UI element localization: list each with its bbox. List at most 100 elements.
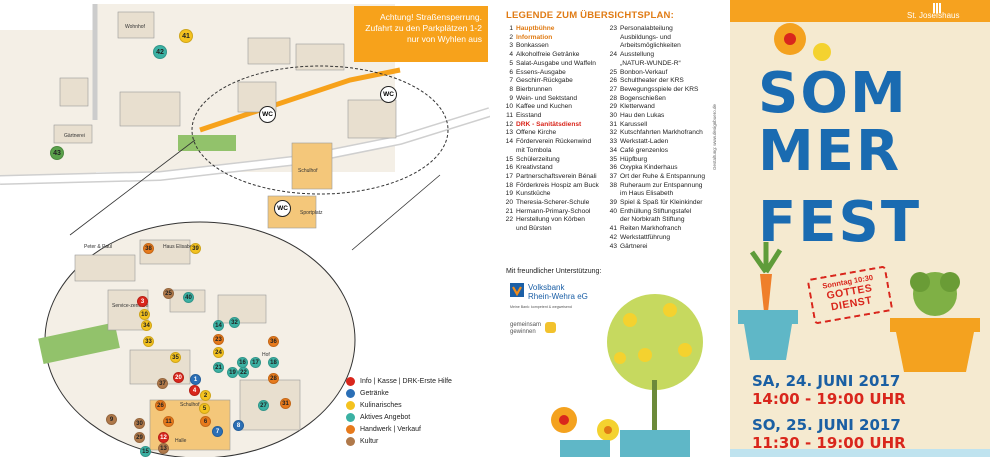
map-marker[interactable]: 32 [229,317,240,328]
map-label-wohnhof: Wohnhof [125,24,145,30]
legend-item-label: Hermann-Primary-School [516,207,591,215]
legend-item-label: mit Tombola [516,146,552,154]
legend-item-number: 3 [509,42,513,50]
legend-item-label: Bogenschießen [620,94,666,102]
time-day-1: 14:00 - 19:00 UHR [752,390,906,408]
map-marker[interactable]: 25 [163,288,174,299]
time-day-2: 11:30 - 19:00 UHR [752,434,906,452]
map-label-haus-elisabeth: Haus Elisabeth [163,244,197,250]
map-marker[interactable]: 6 [200,416,211,427]
category-color-dot [346,436,355,446]
map-marker[interactable]: 15 [140,446,151,457]
legend-item-label: Theresia-Scherer-Schule [516,199,590,207]
bank-tagline: Meine Bank: kompetent & wegweisend [510,305,572,309]
volksbank-logo [510,283,524,297]
dice-icon [545,322,556,333]
map-marker[interactable]: 18 [268,357,279,368]
legend-item-label: Kaffee und Kuchen [516,103,572,111]
map-marker[interactable]: 22 [238,367,249,378]
legend-item-number: 15 [505,155,513,163]
category-label: Kultur [360,437,379,445]
map-marker[interactable]: 10 [139,309,150,320]
legend-item-label: Café grenzenlos [620,146,669,154]
map-marker[interactable]: 29 [134,432,145,443]
legend-item-label: Partnerschaftsverein Bénali [516,172,597,180]
map-marker[interactable]: 5 [199,403,210,414]
category-key-row: Info | Kasse | DRK-Erste Hilfe [346,375,486,387]
title-mer: MER [758,119,902,184]
legend-item-number: 39 [609,199,617,207]
map-marker[interactable]: 41 [179,29,193,43]
legend-item-label: Kunstküche [516,190,551,198]
map-marker[interactable]: 30 [134,418,145,429]
gg-line-2: gewinnen [510,329,536,335]
map-marker[interactable]: 24 [213,347,224,358]
map-marker[interactable]: 38 [143,243,154,254]
map-marker[interactable]: 21 [213,362,224,373]
road-closure-notice: Achtung! Straßensperrung. Zufahrt zu den… [354,6,488,62]
map-marker[interactable]: 34 [141,320,152,331]
legend-item-number: 14 [505,138,513,146]
map-marker[interactable]: 11 [163,416,174,427]
legend-item-number: 9 [509,94,513,102]
map-label-peter-paul: Peter & Paul [84,244,113,250]
map-marker[interactable]: 27 [258,400,269,411]
map-marker[interactable]: 31 [280,398,291,409]
map-marker[interactable]: 19 [227,367,238,378]
map-marker[interactable]: 20 [173,372,184,383]
map-marker[interactable]: 36 [268,336,279,347]
map-marker[interactable]: 14 [213,320,224,331]
map-marker[interactable]: 42 [153,45,167,59]
map-marker[interactable]: 35 [170,352,181,363]
legend-item-number: 13 [505,129,513,137]
site-map: Achtung! Straßensperrung. Zufahrt zu den… [0,0,490,457]
map-marker[interactable]: 23 [213,334,224,345]
map-marker[interactable]: 1 [190,374,201,385]
legend-item-number: 5 [509,59,513,67]
legend-item-number: 4 [509,51,513,59]
legend-item-label: Salat-Ausgabe und Waffeln [516,59,596,67]
legend-item-number: 25 [609,68,617,76]
legend-item-number: 30 [609,112,617,120]
legend-item-number: 35 [609,155,617,163]
map-marker[interactable]: 33 [143,336,154,347]
map-label-gaertnerei: Gärtnerei [64,133,85,139]
legend-item-label: Hauptbühne [516,25,555,32]
legend-item-number [606,190,617,199]
map-marker[interactable]: 28 [268,373,279,384]
legend-item-number: 23 [609,25,617,32]
legend-item-number: 1 [509,25,513,32]
legend-item-label: Förderkreis Hospiz am Buck [516,181,599,189]
legend-item-number: 31 [609,120,617,128]
design-credit: Gestaltung: www.designbuero.de [712,103,717,170]
legend-item-label: Reiten Markhofranch [620,225,682,233]
map-marker[interactable]: 37 [157,378,168,389]
legend-item-label: Kutschfahrten Markhofranch [620,129,703,137]
map-marker[interactable]: 2 [200,390,211,401]
map-marker[interactable]: 8 [233,420,244,431]
map-marker[interactable]: 4 [189,385,200,396]
map-marker[interactable]: 13 [158,443,169,454]
map-marker[interactable]: 17 [250,357,261,368]
map-marker[interactable]: 39 [190,243,201,254]
plant-pots-illustration [738,242,980,372]
map-marker[interactable]: 7 [212,426,223,437]
map-marker[interactable]: 9 [106,414,117,425]
map-marker[interactable]: 26 [155,400,166,411]
category-key-row: Kultur [346,435,486,447]
category-label: Kulinarisches [360,401,402,409]
map-label-sportplatz: Sportplatz [300,210,323,216]
map-marker[interactable]: 12 [158,432,169,443]
map-marker[interactable]: 3 [137,296,148,307]
legend-item-number: 33 [609,138,617,146]
map-marker[interactable]: 43 [50,146,64,160]
map-marker[interactable]: 40 [183,292,194,303]
legend-item: Ausbildungs- und [606,34,705,43]
